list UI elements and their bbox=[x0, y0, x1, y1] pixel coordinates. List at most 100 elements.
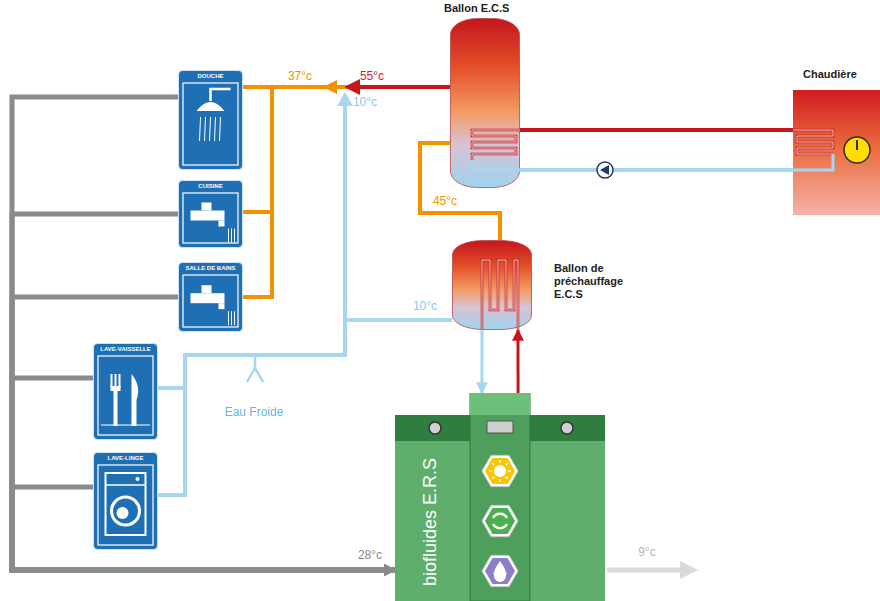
cutlery-icon bbox=[101, 374, 150, 426]
appliance-panel bbox=[179, 181, 243, 248]
temperature-label: 55°c bbox=[360, 70, 384, 82]
layout-shape bbox=[117, 507, 129, 519]
pipe-connector bbox=[12, 214, 395, 570]
layout-shape bbox=[114, 390, 118, 426]
hot-pipe bbox=[358, 85, 450, 89]
tank-box: Ballon de préchauffage E.C.S bbox=[452, 240, 532, 330]
gauge-needle bbox=[856, 140, 858, 150]
appliance-panel bbox=[94, 453, 158, 550]
layout-shape bbox=[205, 117, 206, 141]
unit-icon-frame bbox=[482, 505, 518, 536]
layout-shape bbox=[231, 229, 232, 243]
sun-ray bbox=[489, 470, 492, 472]
appliance-box: DOUCHE bbox=[178, 70, 243, 170]
icon-frame bbox=[98, 356, 153, 435]
icon-frame bbox=[183, 193, 238, 243]
unit-display bbox=[487, 421, 513, 433]
sun-ray bbox=[492, 477, 494, 479]
sun-ray bbox=[499, 460, 501, 463]
layout-shape bbox=[202, 285, 212, 293]
pipe-connector bbox=[12, 378, 395, 570]
layout-shape bbox=[234, 229, 235, 243]
appliance-label: DOUCHE bbox=[178, 73, 243, 79]
node-shape bbox=[93, 452, 158, 550]
hot-arrow bbox=[344, 79, 360, 95]
tank-body bbox=[453, 241, 532, 330]
sun-ray bbox=[508, 470, 511, 472]
unit-knob bbox=[561, 422, 573, 434]
node-shape bbox=[793, 90, 880, 215]
pipe-connector bbox=[12, 297, 395, 570]
temperature-label: 9°c bbox=[638, 546, 655, 558]
pipe-connector bbox=[12, 487, 395, 570]
layout-shape bbox=[482, 260, 518, 330]
layout-shape bbox=[472, 130, 520, 160]
outlet-pipe bbox=[607, 568, 682, 573]
unit-column-top bbox=[470, 393, 530, 415]
appliance-label: LAVE-LINGE bbox=[93, 455, 158, 461]
layout-shape bbox=[472, 160, 520, 170]
node-shape bbox=[178, 262, 243, 332]
unit-text-area: biofluides E.R.S bbox=[405, 443, 455, 601]
heat-coil bbox=[482, 260, 518, 330]
layout-shape bbox=[482, 260, 518, 330]
layout-shape bbox=[200, 117, 201, 141]
pipe-connector bbox=[520, 128, 793, 132]
layout-shape bbox=[228, 229, 229, 243]
layout-shape bbox=[112, 374, 120, 388]
pipe-connector bbox=[517, 330, 520, 393]
layout-shape bbox=[106, 473, 146, 535]
layout-shape bbox=[202, 203, 212, 211]
sun-ray bbox=[506, 463, 508, 465]
inlet-label: Eau Froide bbox=[225, 406, 284, 418]
layout-shape bbox=[136, 477, 140, 481]
sun-symbol bbox=[494, 465, 506, 477]
appliance-panel bbox=[179, 263, 243, 332]
layout-shape bbox=[234, 311, 235, 325]
layout-shape bbox=[197, 102, 225, 111]
pipe-connector bbox=[520, 168, 793, 172]
unit-icon bbox=[485, 558, 515, 584]
node-shape bbox=[452, 240, 532, 330]
layout-shape bbox=[228, 311, 229, 325]
sun-ray bbox=[492, 463, 494, 465]
layout-shape bbox=[215, 117, 216, 141]
appliance-panel bbox=[94, 344, 158, 440]
layout-shape bbox=[231, 311, 232, 325]
outlet-arrow bbox=[607, 561, 698, 579]
node-shape bbox=[178, 70, 243, 170]
layout-shape bbox=[132, 374, 139, 426]
heading-label: Chaudière bbox=[803, 68, 857, 81]
heading-label: Ballon E.C.S bbox=[444, 2, 509, 15]
temperature-label: 28°c bbox=[358, 549, 382, 561]
outlet-head bbox=[680, 561, 698, 579]
node-shape bbox=[93, 343, 158, 440]
layout-shape bbox=[220, 117, 221, 141]
shower-icon bbox=[197, 89, 231, 141]
gauge bbox=[844, 137, 870, 163]
node-shape bbox=[450, 18, 520, 188]
cold-arrow bbox=[337, 92, 353, 106]
appliance-box: LAVE-VAISSELLE bbox=[93, 343, 158, 440]
faucet-icon bbox=[191, 203, 235, 243]
boiler-coil bbox=[793, 154, 833, 170]
layout-shape bbox=[106, 484, 146, 486]
heat-coil bbox=[472, 130, 520, 170]
unit-column bbox=[470, 393, 530, 601]
appliance-box: SALLE DE BAINS bbox=[178, 262, 243, 332]
appliance-box: LAVE-LINGE bbox=[93, 452, 158, 550]
faucet-icon bbox=[191, 285, 235, 325]
cold-pipe bbox=[345, 318, 452, 322]
layout-shape bbox=[210, 117, 211, 141]
layout-shape bbox=[219, 221, 225, 227]
layout-shape bbox=[219, 303, 225, 309]
node-shape bbox=[178, 180, 243, 248]
sun-ray bbox=[506, 477, 508, 479]
layout-shape bbox=[472, 130, 520, 160]
unit-icon bbox=[485, 508, 515, 534]
layout-shape bbox=[191, 293, 225, 303]
layout-shape bbox=[211, 89, 231, 101]
temperature-label: 37°c bbox=[288, 70, 312, 82]
unit-label: biofluides E.R.S bbox=[420, 458, 441, 586]
